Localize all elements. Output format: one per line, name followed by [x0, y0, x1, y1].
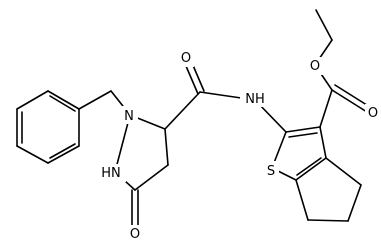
bond-cp-1 [325, 157, 362, 186]
pyrazolidine-hn-atom: HN [96, 164, 126, 182]
ester-ether-oxygen-atom: O [307, 57, 323, 75]
bond-c5-carbonyl [164, 91, 201, 130]
bond-ester-co-2 [334, 84, 371, 108]
bond-benzene-3 [47, 145, 80, 164]
bond-thio-c3a-c6a [295, 157, 327, 181]
bond-thio-c3-c3a [319, 126, 327, 159]
bond-c3-ester [319, 89, 333, 128]
bond-cp-2 [347, 184, 362, 222]
bond-pyraz-n2-n1 [114, 114, 131, 173]
thiophene-sulfur-atom: S [263, 161, 279, 179]
pyrazolidine-n1-atom: N [121, 106, 138, 124]
pyrazolidine-hn-label: HN [101, 166, 121, 181]
bond-layer [16, 9, 371, 229]
bond-pyraz-c5-c4 [164, 128, 169, 166]
amide-oxygen-label: O [181, 51, 191, 66]
amide-nh-atom: NH [240, 89, 270, 107]
bond-ester-co-1 [331, 89, 368, 113]
bond-ethyl-2 [315, 9, 333, 41]
bond-amide-co-2 [191, 62, 205, 92]
bond-thio-c2-c3-inner [288, 132, 318, 138]
bond-thio-c3a-c6a-inner [296, 157, 322, 176]
bond-cp-3 [307, 219, 349, 222]
ketone-oxygen-label: O [130, 227, 140, 242]
bond-pyraz-c4-c3 [134, 164, 169, 191]
bond-benzene-3-inner [49, 143, 76, 159]
amide-nh-label: NH [245, 92, 265, 107]
pyrazolidine-n1-label: N [124, 109, 134, 124]
bond-benzene-6 [16, 90, 49, 110]
amide-oxygen-atom: O [178, 49, 194, 67]
ester-carbonyl-oxygen-label: O [368, 106, 378, 121]
bond-cp-4 [295, 179, 309, 221]
bond-benzene-1 [47, 90, 80, 110]
bond-benzyl-1 [78, 90, 112, 110]
ester-carbonyl-oxygen-atom: O [365, 104, 381, 122]
bond-benzene-4 [16, 145, 49, 164]
ester-ether-oxygen-label: O [310, 59, 320, 74]
bond-benzene-1-inner [49, 95, 76, 112]
bond-amide-co-1 [185, 65, 199, 95]
ketone-oxygen-atom: O [127, 225, 143, 243]
bond-thio-c2-c3 [285, 126, 321, 133]
thiophene-sulfur-label: S [267, 164, 275, 179]
atom-label-layer: O NH O O N HN O S [96, 49, 381, 243]
